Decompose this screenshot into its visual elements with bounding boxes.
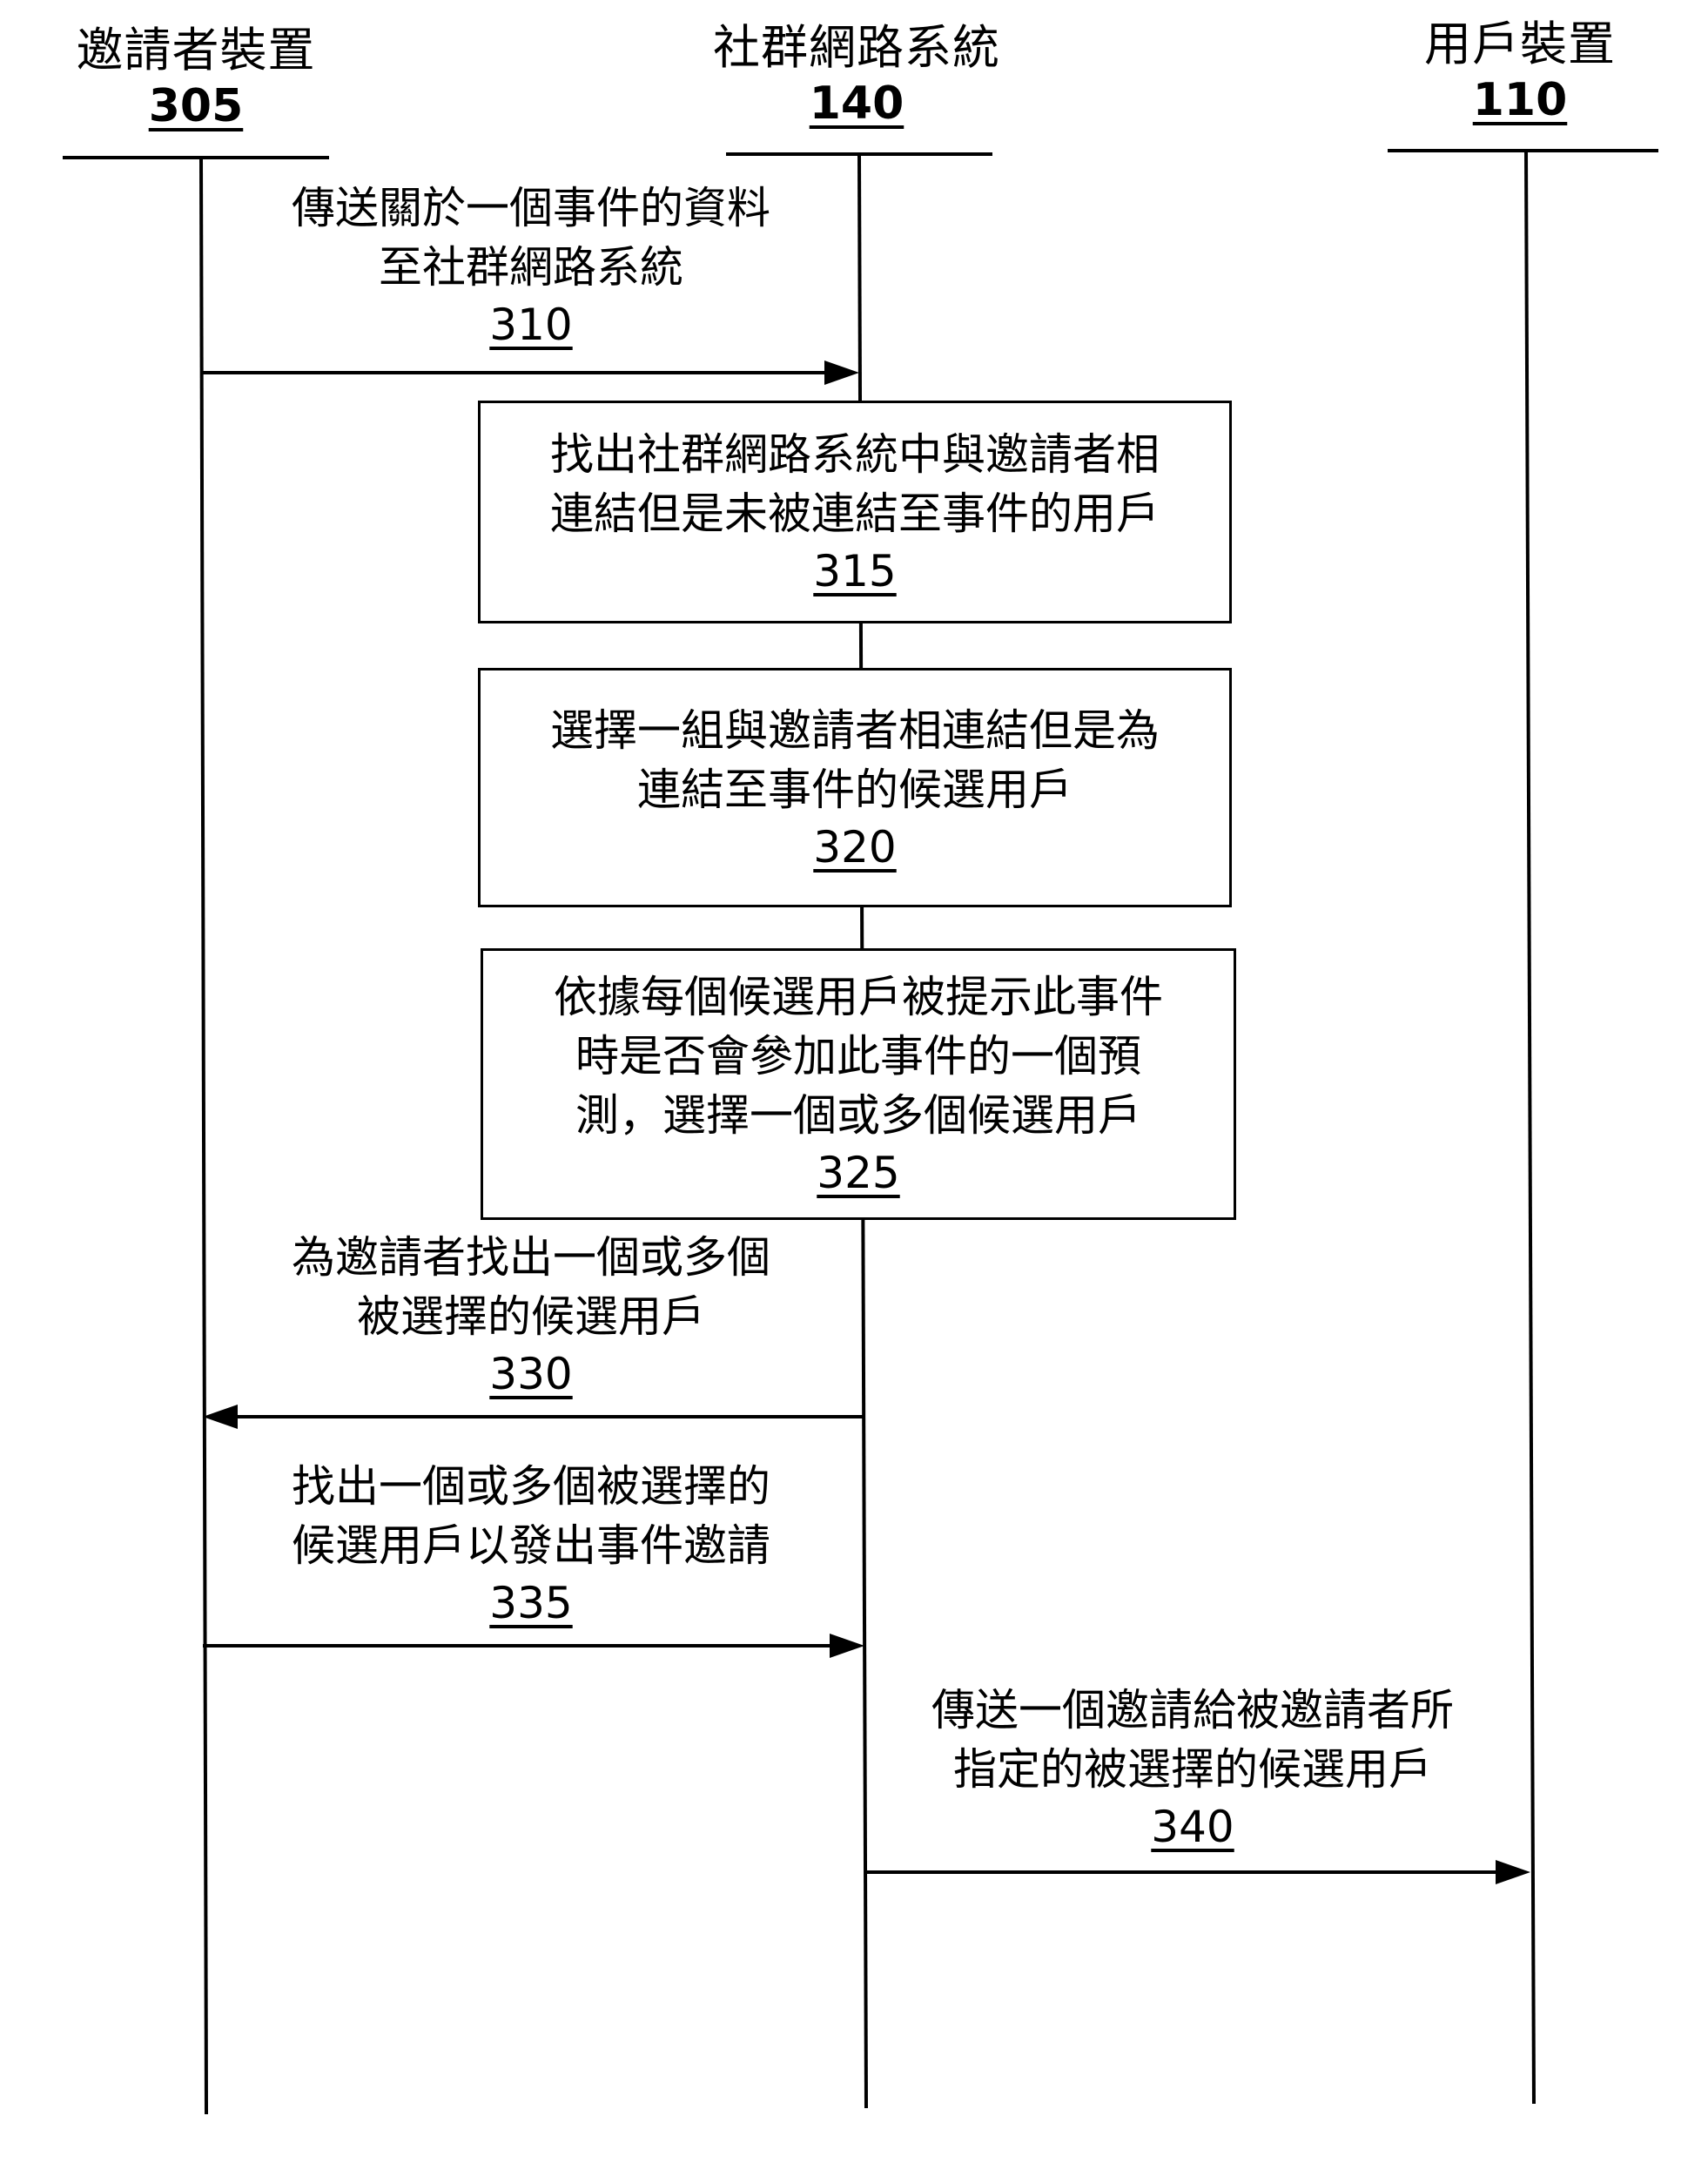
process-text-line: 連結至事件的候選用戶 [637,764,1073,815]
step-ref: 340 [1151,1802,1234,1852]
participant-ref: 305 [148,80,244,132]
process-box-315: 找出社群網路系統中與邀請者相 連結但是未被連結至事件的用戶 315 [478,401,1232,623]
process-text-line: 時是否會參加此事件的一個預 [575,1031,1141,1082]
message-text-line: 至社群網路系統 [379,242,683,293]
arrow-330 [203,1405,863,1429]
message-text-line: 為邀請者找出一個或多個 [292,1232,770,1283]
participant-name: 邀請者裝置 [76,23,316,77]
message-label-335: 找出一個或多個被選擇的 候選用戶以發出事件邀請 335 [209,1457,853,1631]
arrow-310 [201,360,859,385]
participant-name: 用戶裝置 [1424,17,1616,71]
message-label-310: 傳送關於一個事件的資料 至社群網路系統 310 [209,179,853,353]
step-ref: 315 [813,546,897,596]
message-text-line: 候選用戶以發出事件邀請 [292,1520,770,1571]
lifeline-user-device [1524,150,1536,2105]
message-text-line: 傳送一個邀請給被邀請者所 [931,1685,1454,1735]
process-text-line: 依據每個候選用戶被提示此事件 [554,972,1163,1022]
message-text-line: 被選擇的候選用戶 [357,1291,705,1342]
participant-ref: 110 [1472,74,1568,126]
step-ref: 320 [813,821,897,873]
participant-inviter-device: 邀請者裝置 305 [13,22,379,133]
step-ref: 330 [489,1349,573,1399]
message-label-330: 為邀請者找出一個或多個 被選擇的候選用戶 330 [209,1228,853,1402]
message-text-line: 傳送關於一個事件的資料 [292,183,770,233]
arrow-340 [866,1860,1530,1884]
participant-name: 社群網路系統 [713,20,1000,75]
participant-user-device: 用戶裝置 110 [1337,16,1703,127]
participant-social-network-system: 社群網路系統 140 [674,19,1039,131]
step-ref: 310 [489,300,573,350]
process-text-line: 連結但是未被連結至事件的用戶 [550,489,1160,539]
participant-ref: 140 [809,77,904,130]
process-box-320: 選擇一組與邀請者相連結但是為 連結至事件的候選用戶 320 [478,668,1232,907]
lifeline-inviter [199,157,208,2115]
process-text-line: 選擇一組與邀請者相連結但是為 [550,704,1160,756]
message-text-line: 找出一個或多個被選擇的 [292,1461,770,1512]
process-text-line: 找出社群網路系統中與邀請者相 [550,429,1160,480]
process-box-325: 依據每個候選用戶被提示此事件 時是否會參加此事件的一個預 測，選擇一個或多個候選… [481,948,1236,1220]
arrow-335 [203,1634,864,1658]
message-text-line: 指定的被選擇的候選用戶 [953,1744,1432,1795]
message-label-340: 傳送一個邀請給被邀請者所 指定的被選擇的候選用戶 340 [866,1681,1519,1855]
step-ref: 335 [489,1578,573,1628]
process-text-line: 測，選擇一個或多個候選用戶 [575,1090,1141,1141]
step-ref: 325 [817,1148,900,1198]
